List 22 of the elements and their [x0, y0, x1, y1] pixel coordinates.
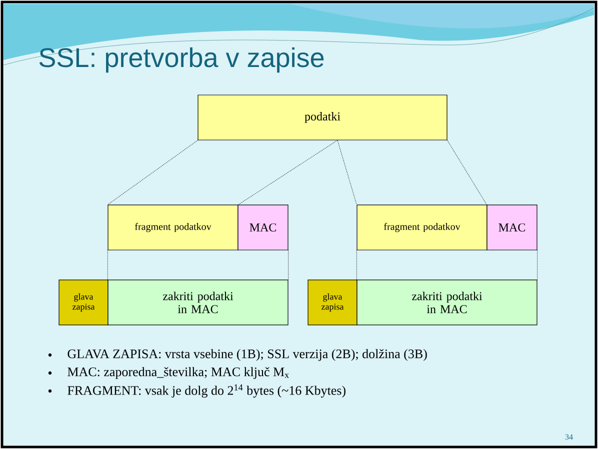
field-box: fragment podatkov	[108, 204, 238, 250]
field-box: podatki	[198, 94, 448, 140]
page-number: 34	[565, 434, 573, 440]
slide-title: SSL: pretvorba v zapise	[39, 47, 324, 73]
dotted-line	[447, 140, 487, 205]
dotted-line	[356, 250, 357, 280]
dotted-line	[288, 250, 289, 280]
dotted-line	[107, 140, 198, 205]
dotted-line	[107, 250, 108, 280]
bullet-text: GLAVA ZAPISA: vrsta vsebine (1B); SSL verzija (2B); dolžina (3B)	[68, 349, 427, 361]
dotted-line	[337, 140, 357, 205]
field-box: MAC	[238, 204, 288, 250]
bullet-text: MAC: zaporedna_številka; MAC ključ M$_{x}$	[68, 367, 289, 379]
field-box: glava zapisa	[58, 280, 108, 326]
field-box: zakriti podatki in MAC	[356, 280, 538, 326]
field-box: fragment podatkov	[356, 204, 488, 250]
field-box: zakriti podatki in MAC	[108, 280, 288, 326]
field-box: glava zapisa	[308, 280, 358, 326]
dotted-line	[537, 250, 538, 280]
dotted-line	[238, 140, 338, 205]
bullet-text: FRAGMENT: vsak je dolg do 2$^{14}$ bytes (~16 Kbytes)	[68, 384, 346, 398]
field-box: MAC	[486, 204, 538, 250]
